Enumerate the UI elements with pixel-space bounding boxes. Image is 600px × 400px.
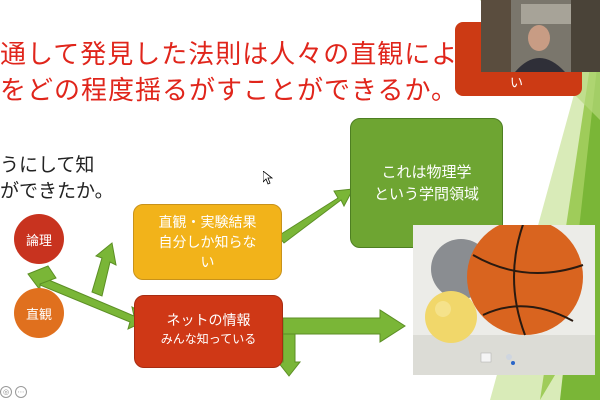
green-box-line1: これは物理学 <box>381 163 472 181</box>
arrow-to-left <box>27 265 57 292</box>
green-box-line2: という学問領域 <box>373 185 479 203</box>
video-image <box>481 0 600 72</box>
mouse-cursor-icon <box>263 171 273 185</box>
arrow-up-to-yellow <box>91 242 117 297</box>
arrow-red-to-photo <box>282 309 406 343</box>
net-info-box: ネットの情報 みんな知っている <box>134 295 283 368</box>
logic-label: 論理 <box>25 233 52 249</box>
intuition-results-box: 直観・実験結果 自分しか知らな い <box>133 204 282 280</box>
balls-photo <box>413 225 595 375</box>
circle-icon[interactable]: ◎ <box>0 386 12 398</box>
slide-title-line2: をどの程度揺るがすことができるか。 <box>0 76 458 106</box>
yellow-box-line2: 自分しか知らな <box>158 235 257 251</box>
arrow-yellow-to-green <box>277 188 354 244</box>
red-box-line2: みんな知っている <box>160 332 257 346</box>
yellow-box-line1: 直観・実験結果 <box>158 215 257 231</box>
body-text-line2: ができたか。 <box>0 180 114 202</box>
more-icon[interactable]: ⋯ <box>15 386 27 398</box>
balls-photo-image <box>413 225 595 375</box>
slide-title-line1: 通して発見した法則は人々の直観によ <box>0 40 459 70</box>
intuition-label: 直観 <box>25 307 52 323</box>
video-thumbnail[interactable] <box>481 0 600 72</box>
slide-footer-controls: ◎ ⋯ <box>0 386 27 398</box>
logic-circle: 論理 <box>14 214 64 264</box>
yellow-box-line3: い <box>200 255 215 271</box>
intuition-circle: 直観 <box>14 288 64 338</box>
popup-text: い <box>510 76 524 91</box>
red-box-line1: ネットの情報 <box>166 313 251 329</box>
body-text-line1: うにして知 <box>0 154 95 176</box>
